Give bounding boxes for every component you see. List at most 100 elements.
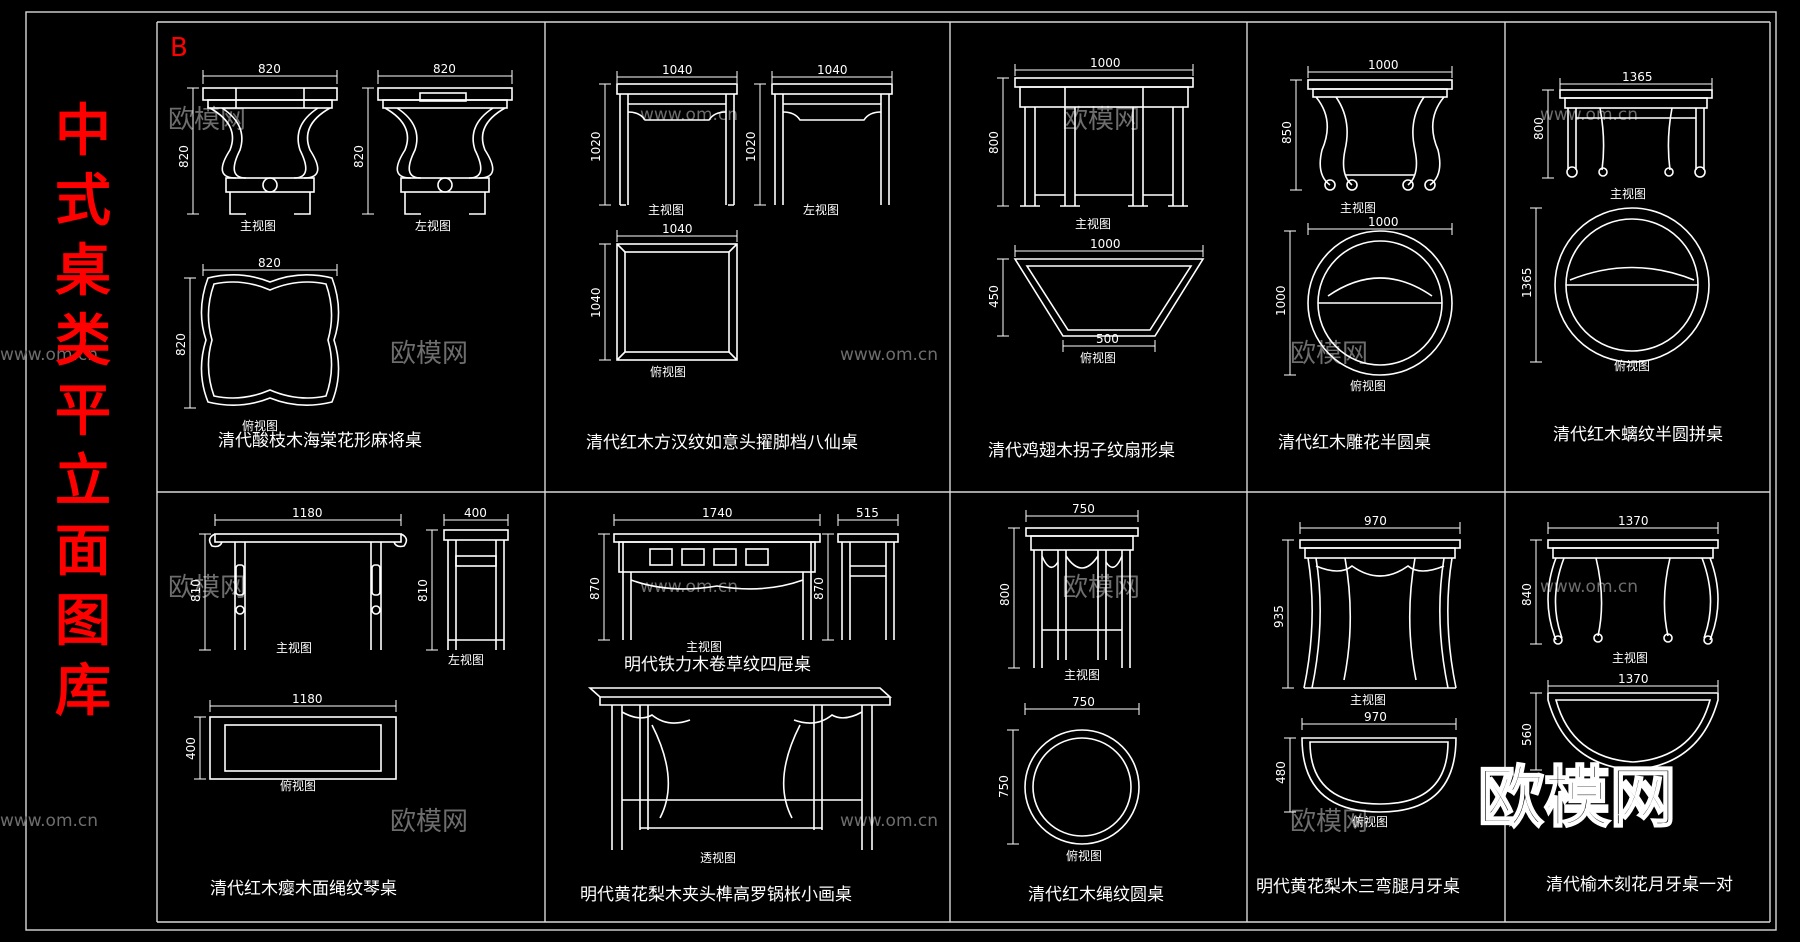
view-label: 俯视图: [1066, 848, 1102, 863]
front-view-drawing: [1547, 539, 1719, 645]
watermark-url: www.om.cn: [840, 345, 938, 365]
title-char: 平: [55, 379, 111, 444]
dimension-lines: [997, 64, 1204, 352]
side-view-drawing: [837, 533, 899, 640]
top-view-drawing: [200, 274, 340, 406]
front-view-drawing: [208, 533, 408, 650]
front-view-drawing: [1014, 77, 1194, 207]
cell-mahjong-table: 820 820 820 820 820 820 主视图 左视图 俯视图 清代酸枝…: [174, 62, 513, 451]
top-view-drawing: [1024, 729, 1140, 845]
table-name: 明代黄花梨木三弯腿月牙桌: [1256, 877, 1460, 897]
view-label: 俯视图: [1352, 814, 1388, 829]
dimension-label: 1000: [1368, 215, 1399, 229]
watermark-url: www.om.cn: [640, 577, 738, 597]
watermark-url: www.om.cn: [0, 811, 98, 831]
dimension-label: 1370: [1618, 672, 1649, 686]
watermark-url: www.om.cn: [1540, 577, 1638, 597]
dimension-label: 970: [1364, 514, 1387, 528]
dimension-label: 750: [1072, 695, 1095, 709]
dimension-label: 820: [174, 333, 188, 356]
dimension-label: 810: [189, 579, 203, 602]
dimension-label: 820: [258, 62, 281, 76]
table-name: 清代红木瘿木面绳纹琴桌: [210, 879, 397, 899]
watermark-text: 欧模网: [168, 573, 246, 603]
dimension-label: 820: [433, 62, 456, 76]
dimension-label: 1000: [1090, 237, 1121, 251]
dimension-lines: [1530, 78, 1713, 363]
view-label: 主视图: [1612, 650, 1648, 665]
dimension-label: 750: [1072, 502, 1095, 516]
dimension-label: 1040: [817, 63, 848, 77]
watermark-text: 欧模网: [168, 105, 246, 135]
cell-chi-pattern-half-round-table: 1365 800 1365 主视图 俯视图 清代红木螭纹半圆拼桌: [1520, 70, 1723, 445]
dimension-lines: [1284, 66, 1453, 376]
view-label: 俯视图: [280, 778, 316, 793]
watermark-text: 欧模网: [1062, 105, 1140, 135]
top-view-drawing: [616, 243, 738, 361]
dimension-label: 515: [856, 506, 879, 520]
dimension-label: 500: [1096, 332, 1119, 346]
table-name: 明代黄花梨木夹头榫高罗锅枨小画桌: [580, 885, 852, 905]
table-name: 清代鸡翅木拐子纹扇形桌: [988, 441, 1175, 461]
front-view-drawing: [1559, 89, 1713, 178]
view-label: 左视图: [448, 652, 484, 667]
cell-cabriole-crescent-table: 970 935 970 480 主视图 俯视图 明代黄花梨木三弯腿月牙桌: [1256, 514, 1461, 897]
view-label: 主视图: [648, 202, 684, 217]
dimension-label: 840: [1520, 583, 1534, 606]
cell-four-drawer-table: 1740 870 515 870 主视图 明代铁力木卷草纹四屉桌 透视图 明代黄…: [580, 506, 899, 905]
dimension-label: 800: [998, 583, 1012, 606]
watermark-url: www.om.cn: [0, 345, 98, 365]
watermark-url: www.om.cn: [1540, 105, 1638, 125]
dimension-lines: [598, 514, 899, 641]
dimension-label: 800: [1532, 117, 1546, 140]
dimension-label: 480: [1274, 761, 1288, 784]
dimension-label: 1040: [589, 287, 603, 318]
view-label: 俯视图: [1614, 358, 1650, 373]
view-label: 俯视图: [650, 364, 686, 379]
table-name: 清代红木绳纹圆桌: [1028, 885, 1164, 905]
view-label: 左视图: [415, 218, 451, 233]
view-label: 俯视图: [242, 418, 278, 433]
front-view-drawing: [202, 87, 338, 215]
title-char: 图: [55, 589, 111, 654]
dimension-label: 400: [184, 737, 198, 760]
dimension-label: 1040: [662, 222, 693, 236]
cell-qin-table: 1180 810 400 810 1180 400 主视图 左视图 俯视图 清代…: [184, 506, 509, 899]
dimension-label: 1370: [1618, 514, 1649, 528]
dimension-label: 1020: [589, 131, 603, 162]
table-name: 清代酸枝木海棠花形麻将桌: [218, 431, 422, 451]
dimension-label: 1365: [1520, 267, 1534, 298]
front-view-drawing: [1025, 527, 1139, 668]
view-label: 透视图: [700, 850, 736, 865]
perspective-view-drawing: [587, 687, 893, 850]
watermark-text: 欧模网: [1062, 573, 1140, 603]
watermark-url: www.om.cn: [840, 811, 938, 831]
table-name: 清代红木雕花半圆桌: [1278, 433, 1431, 453]
table-name: 清代红木方汉纹如意头擢脚档八仙桌: [586, 433, 858, 453]
view-label: 主视图: [240, 218, 276, 233]
front-view-drawing: [1299, 539, 1461, 689]
dimension-label: 870: [588, 577, 602, 600]
title-char: 类: [55, 309, 111, 374]
table-name: 清代红木螭纹半圆拼桌: [1553, 425, 1723, 445]
view-label: 主视图: [276, 640, 312, 655]
cell-elm-crescent-table-pair: 1370 840 1370 560 主视图 清代榆木刻花月牙桌一对: [1520, 514, 1733, 895]
dimension-label: 970: [1364, 710, 1387, 724]
table-name: 清代榆木刻花月牙桌一对: [1546, 875, 1733, 895]
title-char: 面: [55, 519, 111, 584]
dimension-label: 820: [177, 145, 191, 168]
view-label: 主视图: [1340, 200, 1376, 215]
watermark-url: www.om.cn: [640, 105, 738, 125]
view-label: 主视图: [1075, 216, 1111, 231]
view-label: 主视图: [686, 639, 722, 654]
cell-fan-shaped-table: 1000 800 1000 450 500 主视图 俯视图 清代鸡翅木拐子纹扇形…: [987, 56, 1205, 461]
watermark-logo: 欧模网: [1478, 759, 1676, 836]
top-view-drawing: [1013, 258, 1205, 337]
front-view-drawing: [616, 83, 738, 206]
top-view-drawing: [1301, 737, 1457, 813]
table-name: 明代铁力木卷草纹四屉桌: [624, 655, 811, 675]
dimension-lines: [1530, 522, 1719, 771]
dimension-label: 935: [1272, 605, 1286, 628]
